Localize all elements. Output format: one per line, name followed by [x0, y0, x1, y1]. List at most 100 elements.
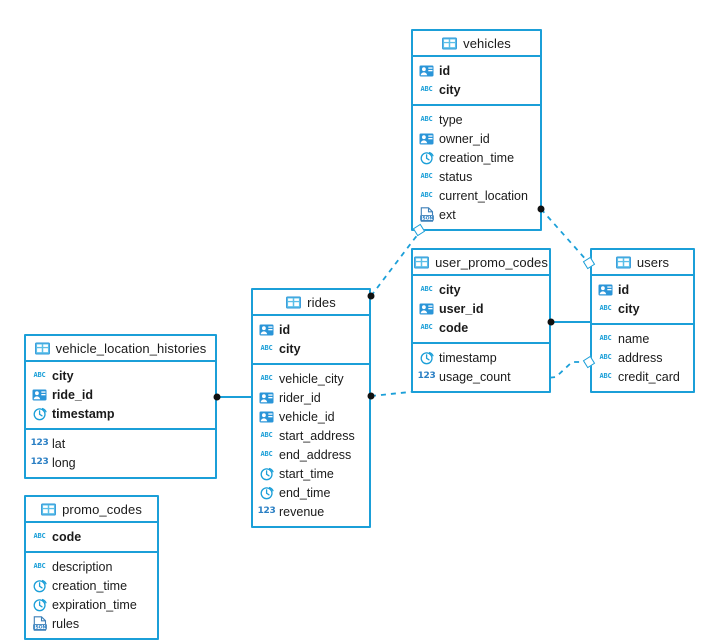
field-owner_id[interactable]: owner_id [413, 129, 540, 148]
field-label: id [439, 63, 451, 78]
id-card-icon [259, 390, 274, 405]
table-header-vehicle_location_histories[interactable]: vehicle_location_histories [26, 336, 215, 362]
key-field-city[interactable]: ABC city [413, 80, 540, 99]
field-label: current_location [439, 188, 528, 203]
clock-icon [419, 150, 434, 165]
table-header-vehicles[interactable]: vehicles [413, 31, 540, 57]
key-field-code[interactable]: ABC code [413, 318, 549, 337]
abc-text-icon: ABC [599, 304, 612, 312]
clock-icon [259, 485, 274, 500]
table-header-promo_codes[interactable]: promo_codes [26, 497, 157, 523]
id-card-icon [419, 131, 434, 146]
field-vehicle_id[interactable]: vehicle_id [253, 407, 369, 426]
svg-text:JSON: JSON [420, 216, 434, 222]
abc-text-icon: ABC [420, 85, 433, 93]
field-creation_time[interactable]: creation_time [26, 576, 157, 595]
key-field-city[interactable]: ABC city [26, 366, 215, 385]
field-label: credit_card [618, 369, 680, 384]
table-header-user_promo_codes[interactable]: user_promo_codes [413, 250, 549, 276]
field-rider_id[interactable]: rider_id [253, 388, 369, 407]
field-label: start_address [279, 428, 355, 443]
field-label: lat [52, 436, 66, 451]
id-card-icon [32, 387, 47, 402]
table-grid-icon [615, 255, 631, 270]
id-card-icon [419, 301, 434, 316]
key-field-timestamp[interactable]: timestamp [26, 404, 215, 423]
key-field-user_id[interactable]: user_id [413, 299, 549, 318]
field-start_time[interactable]: start_time [253, 464, 369, 483]
key-field-id[interactable]: id [253, 320, 369, 339]
abc-text-icon: ABC [260, 374, 273, 382]
field-end_address[interactable]: ABC end_address [253, 445, 369, 464]
table-header-rides[interactable]: rides [253, 290, 369, 316]
key-field-id[interactable]: id [592, 280, 693, 299]
field-timestamp[interactable]: timestamp [413, 348, 549, 367]
field-label: ride_id [52, 387, 93, 402]
key-field-ride_id[interactable]: ride_id [26, 385, 215, 404]
id-card-icon [419, 63, 434, 78]
table-title: promo_codes [62, 501, 142, 517]
table-header-users[interactable]: users [592, 250, 693, 276]
field-start_address[interactable]: ABC start_address [253, 426, 369, 445]
relationship-endpoint-dot [367, 292, 375, 300]
field-label: city [279, 341, 301, 356]
id-card-icon [259, 322, 274, 337]
field-label: type [439, 112, 463, 127]
abc-text-icon: ABC [420, 323, 433, 331]
abc-text-icon: ABC [33, 371, 46, 379]
field-expiration_time[interactable]: expiration_time [26, 595, 157, 614]
clock-icon [32, 597, 47, 612]
field-label: vehicle_city [279, 371, 344, 386]
field-label: city [439, 82, 461, 97]
abc-text-icon: ABC [260, 450, 273, 458]
field-label: city [52, 368, 74, 383]
relationship-endpoint-dot [537, 205, 545, 213]
field-creation_time[interactable]: creation_time [413, 148, 540, 167]
key-field-id[interactable]: id [413, 61, 540, 80]
123-number-icon: 123 [30, 457, 49, 467]
field-label: code [439, 320, 469, 335]
field-vehicle_city[interactable]: ABC vehicle_city [253, 369, 369, 388]
field-label: end_address [279, 447, 352, 462]
field-end_time[interactable]: end_time [253, 483, 369, 502]
table-grid-icon [414, 255, 429, 270]
json-document-icon: JSON [32, 616, 47, 631]
field-label: start_time [279, 466, 334, 481]
123-number-icon: 123 [30, 438, 49, 448]
123-number-icon: 123 [417, 371, 436, 381]
abc-text-icon: ABC [420, 172, 433, 180]
abc-text-icon: ABC [260, 431, 273, 439]
field-label: rider_id [279, 390, 321, 405]
field-label: timestamp [52, 406, 115, 421]
